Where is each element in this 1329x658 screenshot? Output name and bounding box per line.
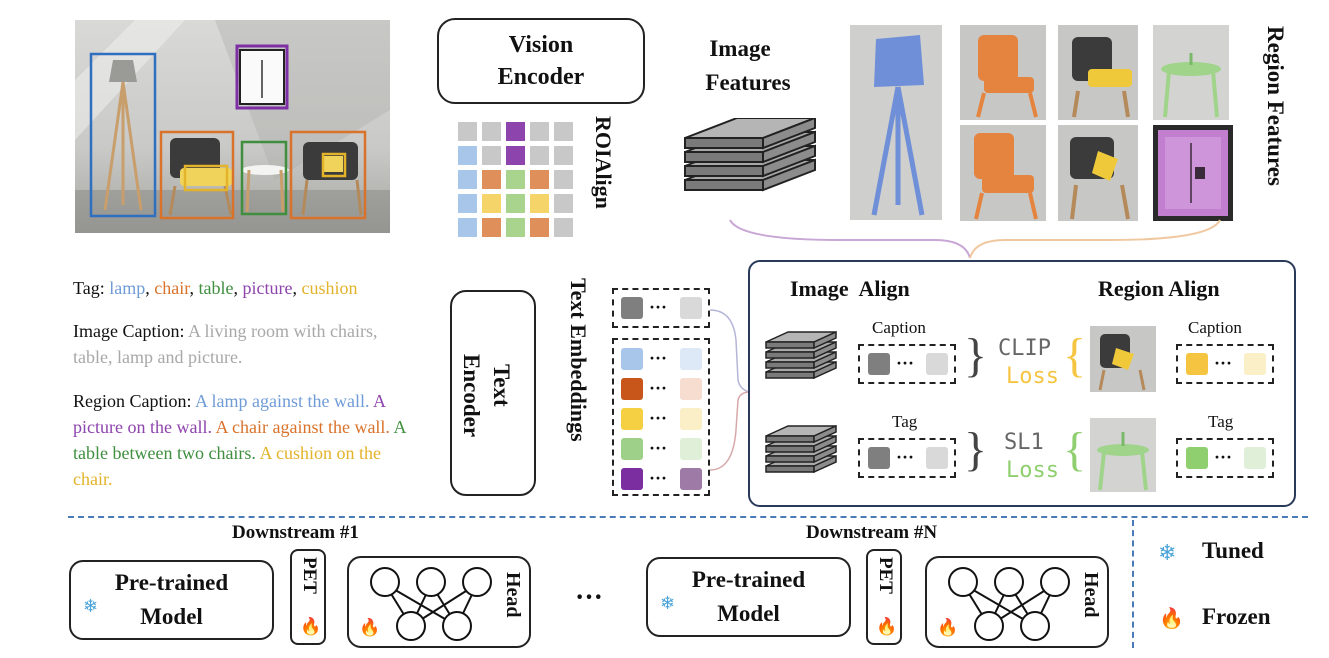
pretrained-model-label-n-2: Model (717, 601, 780, 626)
caption-embedding-right: ··· (1176, 344, 1274, 384)
tag-table: table (198, 278, 234, 298)
vertical-divider (1132, 520, 1134, 648)
image-caption-text: A living room with chairs, table, lamp a… (73, 321, 378, 367)
image-features-label-2: Features (705, 70, 791, 95)
downstream-n-title: Downstream #N (806, 522, 938, 543)
clip-loss-label: Loss (1006, 364, 1059, 389)
roialign-label: ROIAlign (591, 116, 616, 209)
tag-cushion: cushion (301, 278, 358, 298)
region-caption-label: Region Caption: (73, 391, 196, 411)
head-box-n: 🔥 Head (925, 556, 1109, 648)
region-caption: Region Caption: A lamp against the wall.… (73, 388, 418, 492)
tag-label-right: Tag (1208, 412, 1234, 431)
region-caption-chair: A chair against the wall. (215, 417, 390, 437)
image-align-title: Image Align (790, 276, 910, 301)
caption-label-right: Caption (1188, 318, 1242, 337)
region-crop-table (1153, 25, 1229, 120)
region-caption-lamp: A lamp against the wall. (195, 391, 370, 411)
region-caption-cushion: A cushion on the chair. (73, 443, 381, 489)
legend-frozen: Frozen (1202, 604, 1271, 629)
text-encoder-box: Text Encoder (450, 290, 536, 496)
flame-icon: 🔥 (937, 618, 959, 637)
image-caption-label: Image Caption: (73, 321, 188, 341)
region-caption-embeddings: ··· ··· ··· ··· ··· (612, 338, 710, 496)
region-align-table-crop (1090, 418, 1156, 492)
pet-label-1: PET (299, 557, 320, 594)
region-caption-picture: A picture on the wall. (73, 391, 386, 437)
embedding-connectors (709, 309, 751, 471)
caption-embedding-left: ··· (858, 344, 956, 384)
flame-icon: 🔥 (1159, 608, 1184, 630)
sl1-loss-label: Loss (1006, 458, 1059, 483)
horizontal-divider (68, 516, 1308, 518)
region-align-chair-crop (1090, 326, 1156, 392)
sl1-label: SL1 (1004, 430, 1044, 455)
roialign-grid (458, 122, 573, 237)
vision-encoder-box: Vision Encoder (437, 18, 645, 104)
downstream-1-title: Downstream #1 (232, 522, 359, 543)
tag-picture: picture (242, 278, 293, 298)
pretrained-model-label-2: Model (140, 604, 203, 629)
pet-label-n: PET (875, 557, 896, 594)
snowflake-icon: ❄ (83, 596, 99, 616)
tag-line: Tag: lamp, chair, table, picture, cushio… (73, 278, 358, 298)
flame-icon: 🔥 (876, 617, 898, 636)
image-feature-stack-bottom (765, 424, 837, 474)
brace-left-top: } (964, 329, 988, 382)
head-label-1: Head (502, 572, 524, 618)
image-feature-stack-top (765, 330, 837, 380)
pet-box-1: PET 🔥 (290, 549, 326, 645)
flame-icon: 🔥 (359, 618, 381, 637)
region-align-title: Region Align (1098, 276, 1220, 301)
image-caption: Image Caption: A living room with chairs… (73, 318, 418, 370)
region-crop-picture (1153, 125, 1233, 221)
living-room-photo (75, 20, 390, 233)
head-label-n: Head (1080, 572, 1102, 618)
text-encoder-label-2: Encoder (459, 354, 484, 438)
caption-label-left: Caption (872, 318, 926, 337)
region-crop-chair-1 (960, 25, 1046, 120)
tag-chair: chair (154, 278, 190, 298)
pretrained-model-label-n-1: Pre-trained (691, 567, 806, 592)
image-features-stack (684, 118, 816, 192)
pet-box-n: PET 🔥 (866, 549, 902, 645)
align-panel: Image Align Region Align Caption ··· Tag… (748, 260, 1296, 507)
region-crop-cushion-2 (1058, 125, 1138, 221)
vision-encoder-label-1: Vision (508, 32, 574, 58)
brace-left-bottom: } (964, 423, 988, 476)
tag-lamp: lamp (109, 278, 146, 298)
snowflake-icon: ❄ (1158, 540, 1177, 565)
snowflake-icon: ❄ (660, 593, 676, 613)
pretrained-model-label-1: Pre-trained (114, 570, 229, 595)
region-crop-chair-2 (960, 125, 1046, 221)
tag-embedding-right: ··· (1176, 438, 1274, 478)
region-caption-table: A table between two chairs. (73, 417, 406, 463)
text-embeddings-label: Text Embeddings (566, 278, 591, 442)
region-crop-lamp (850, 25, 942, 220)
tag-label-left: Tag (892, 412, 918, 431)
head-network-1 (370, 567, 492, 641)
text-encoder-label-1: Text (489, 364, 514, 407)
flame-icon: 🔥 (300, 617, 322, 636)
pretrained-model-box-n: ❄ Pre-trained Model (646, 557, 851, 637)
head-box-1: 🔥 Head (347, 556, 531, 648)
tag-embedding-left: ··· (858, 438, 956, 478)
clip-label: CLIP (998, 336, 1051, 361)
brace-right-bottom: { (1063, 423, 1087, 476)
region-crop-cushion-1 (1058, 25, 1138, 120)
features-merge-connector (729, 219, 1221, 259)
legend-tuned: Tuned (1202, 538, 1264, 563)
tag-prefix: Tag: (73, 278, 110, 298)
vision-encoder-label-2: Encoder (497, 64, 585, 90)
brace-right-top: { (1063, 329, 1087, 382)
head-network-n (948, 567, 1070, 641)
pretrained-model-box-1: ❄ Pre-trained Model (69, 560, 274, 640)
region-features-label: Region Features (1263, 26, 1288, 186)
image-features-label-1: Image (709, 36, 771, 61)
image-caption-embedding: ··· (612, 288, 710, 328)
downstream-ellipsis: ··· (575, 582, 604, 613)
